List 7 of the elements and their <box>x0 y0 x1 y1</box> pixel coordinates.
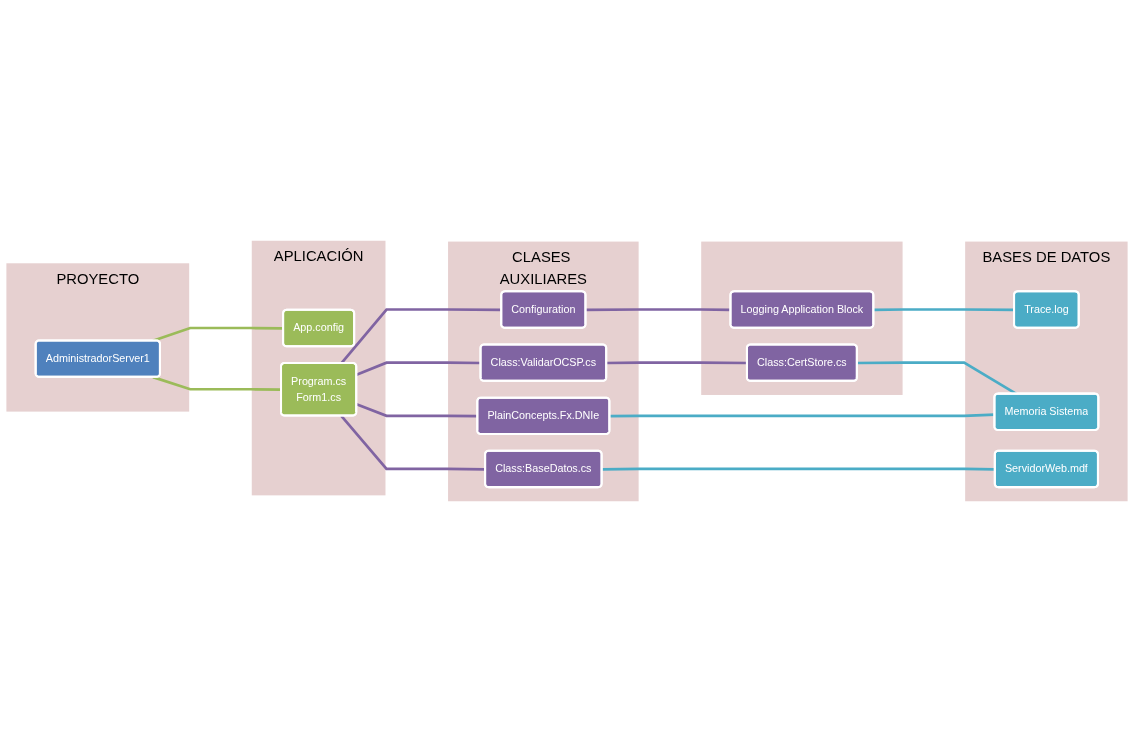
connector <box>152 375 282 391</box>
cluster <box>699 239 905 397</box>
connector <box>873 308 1015 312</box>
connector <box>609 413 995 418</box>
connector <box>585 308 731 312</box>
connector <box>356 361 481 377</box>
connector <box>356 403 478 418</box>
